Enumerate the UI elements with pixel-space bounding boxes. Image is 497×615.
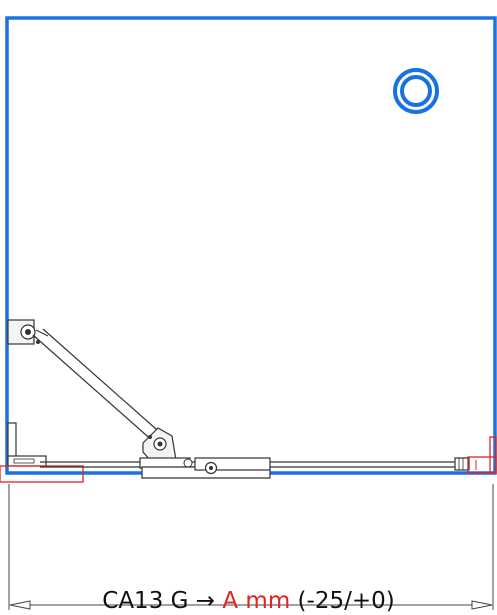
arrow-symbol: → <box>195 588 216 614</box>
rail-connector-right <box>454 457 470 471</box>
right-wall-fitting-highlight <box>467 436 497 474</box>
dimension-arrow-icon <box>9 600 493 610</box>
support-arm <box>32 328 166 444</box>
glass-panel-frame <box>5 16 497 475</box>
central-carriage <box>141 457 271 479</box>
dimension-caption: CA13 G → A mm (-25/+0) <box>0 588 497 614</box>
tolerance-value: (-25/+0) <box>297 588 395 614</box>
ring-marker-icon <box>393 68 439 114</box>
wall-bracket-top <box>7 319 36 345</box>
arm-pivot-block <box>142 427 177 461</box>
model-code: CA13 G <box>102 588 189 614</box>
dimension-value: A mm <box>222 588 291 614</box>
left-adjustment-highlight <box>0 465 84 483</box>
